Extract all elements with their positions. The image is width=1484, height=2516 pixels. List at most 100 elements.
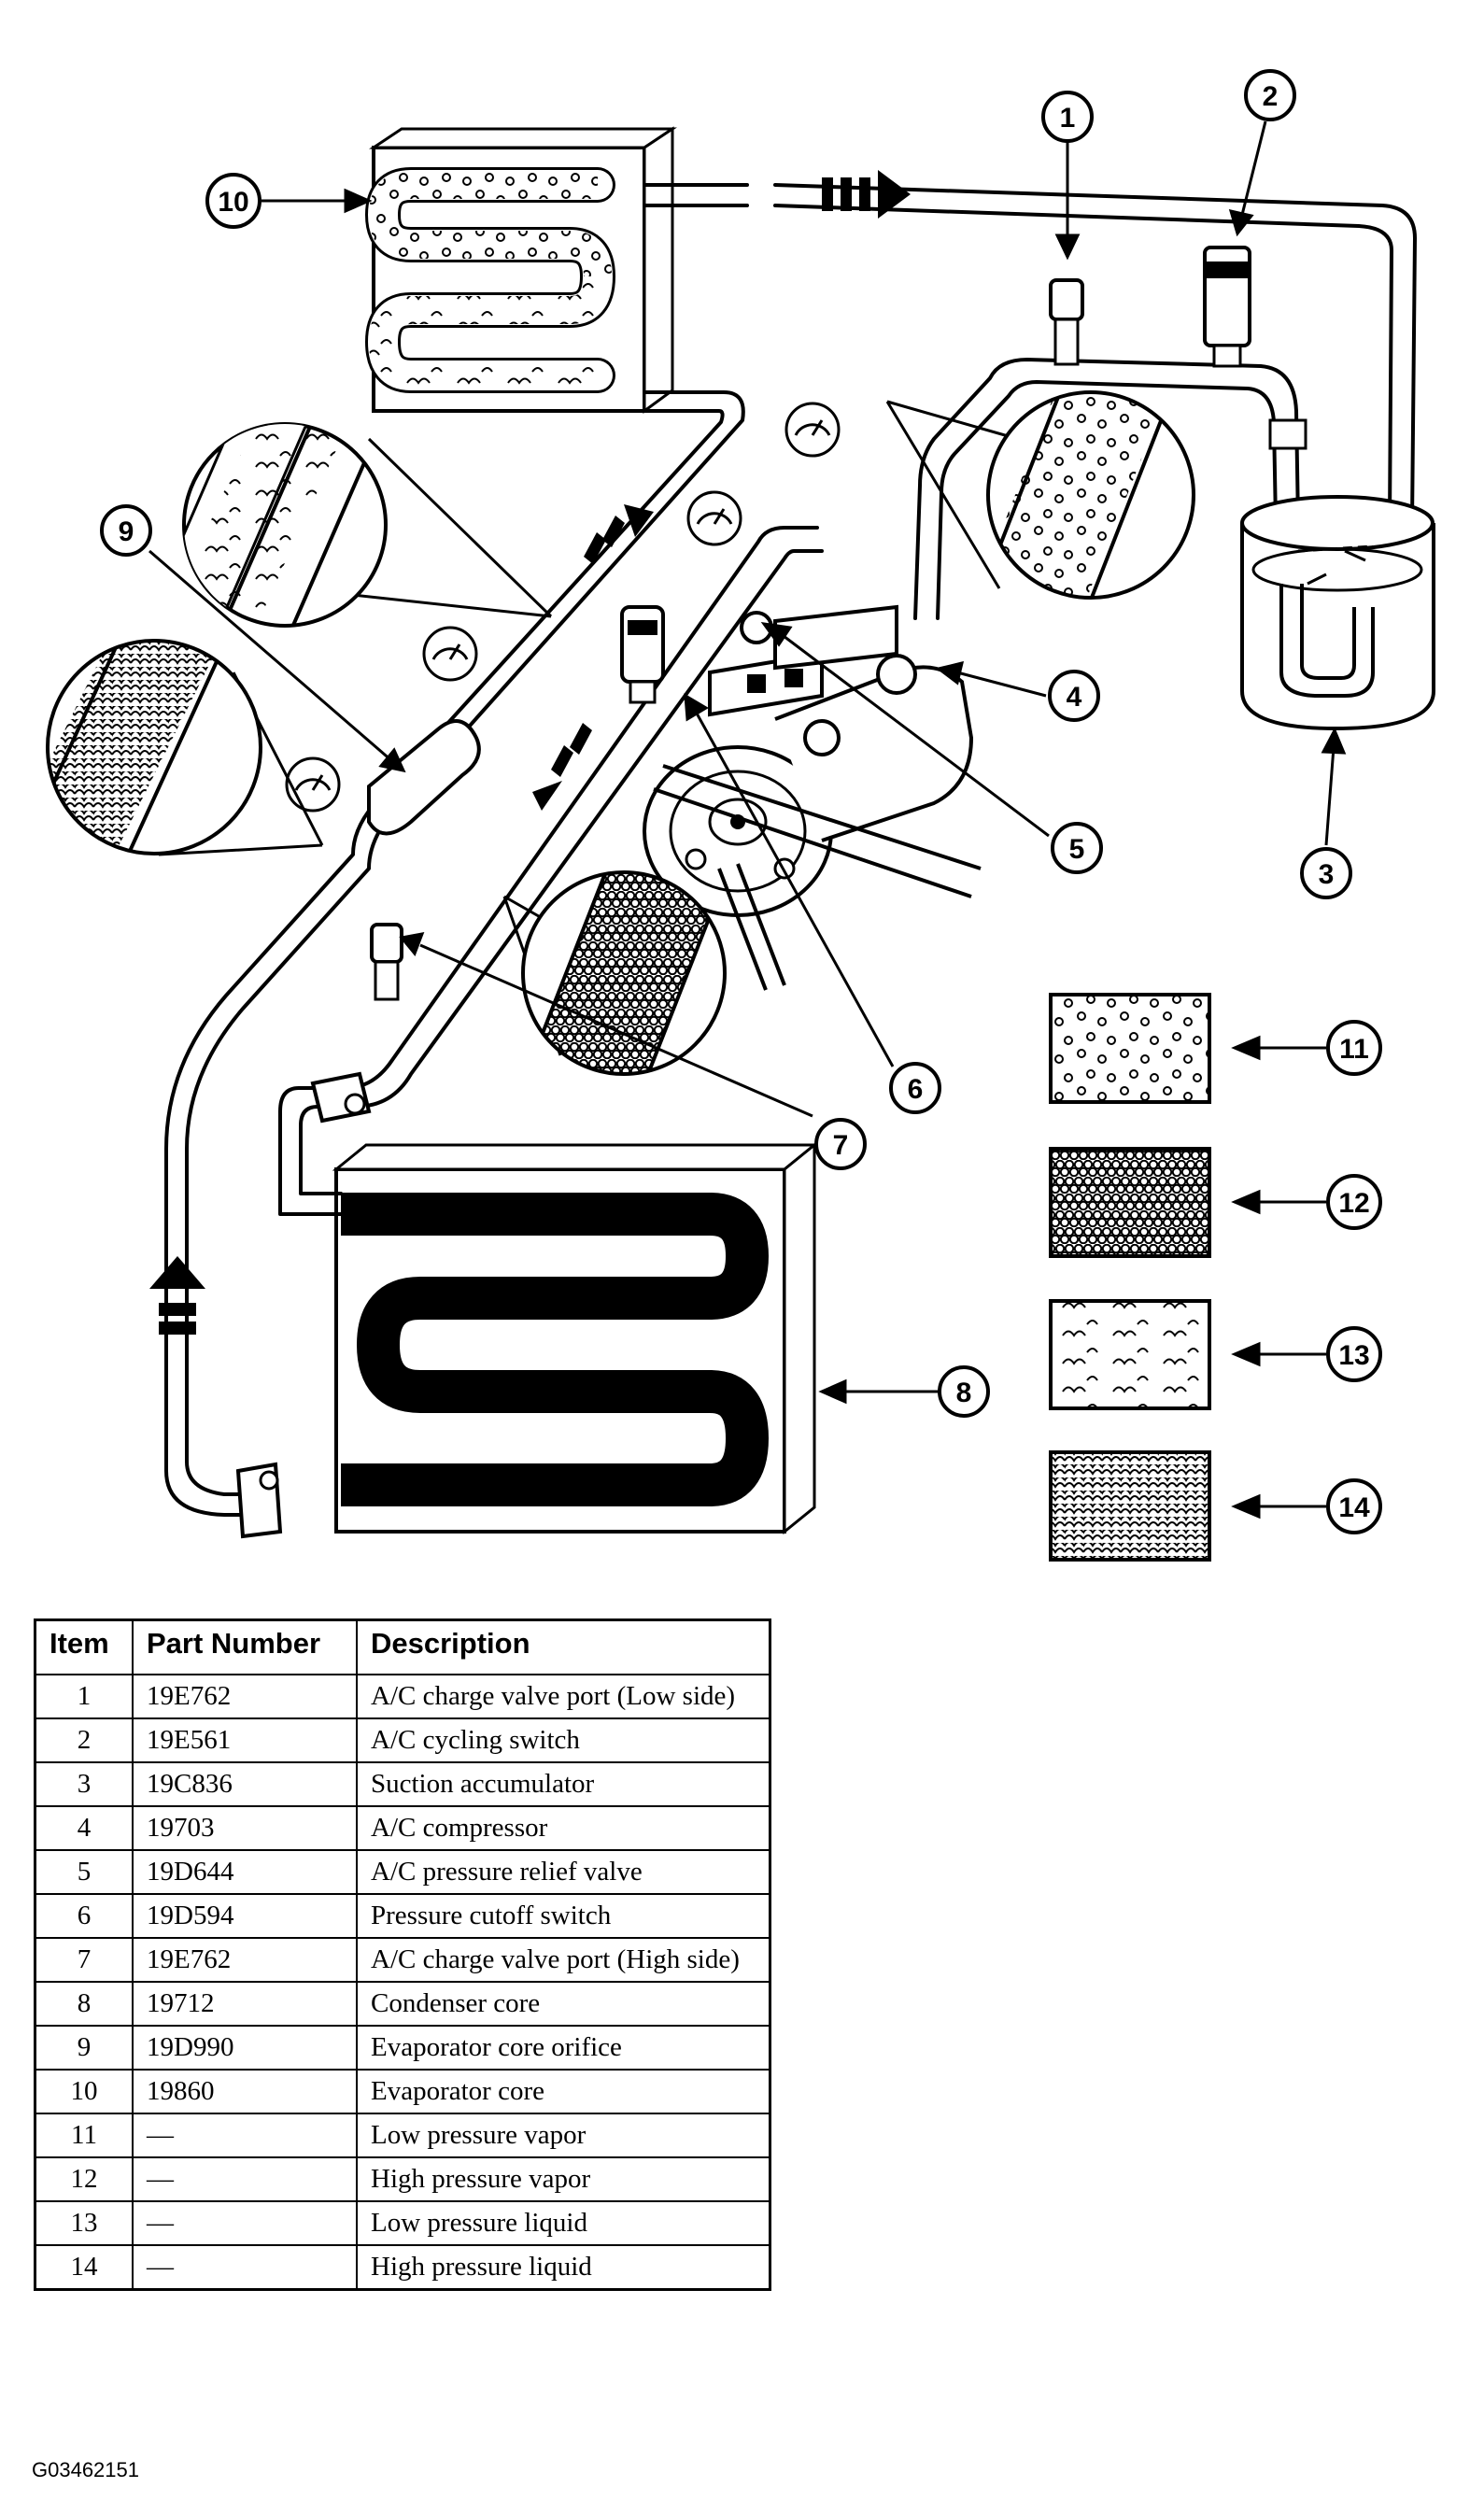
magnifier-condenser-outlet [46,639,324,856]
cell-item: 1 [34,1674,134,1719]
cell-part-number: 19E762 [132,1937,358,1983]
callout-12: 12 [1326,1174,1382,1230]
legend-swatches [1049,993,1211,1562]
cell-part-number: 19E561 [132,1717,358,1763]
svg-text:12: 12 [1338,1188,1369,1219]
parts-table: Item Part Number Description 1 19E762 A/… [34,1618,771,2291]
cell-description: A/C charge valve port (Low side) [356,1674,771,1719]
figure-id: G03462151 [32,2458,139,2481]
cell-item: 10 [34,2069,134,2114]
cell-item: 6 [34,1893,134,1939]
cell-description: A/C charge valve port (High side) [356,1937,771,1983]
orifice-tube [367,719,481,836]
magnifier-discharge-line [502,870,727,1076]
table-row: 10 19860 Evaporator core [34,2069,771,2114]
svg-text:11: 11 [1339,1034,1369,1065]
cell-part-number: 19860 [132,2069,358,2114]
svg-text:5: 5 [1069,834,1085,865]
callout-9: 9 [100,504,152,557]
leader-lines [148,120,1347,1519]
cell-description: High pressure vapor [356,2156,771,2202]
cell-description: Suction accumulator [356,1761,771,1807]
cell-description: Condenser core [356,1981,771,2027]
legend-swatch-low-pressure-vapor [1049,993,1211,1104]
cell-item: 4 [34,1805,134,1851]
svg-text:10: 10 [218,187,248,218]
table-row: 7 19E762 A/C charge valve port (High sid… [34,1937,771,1983]
table-row: 2 19E561 A/C cycling switch [34,1717,771,1763]
svg-text:8: 8 [956,1378,972,1408]
callout-10: 10 [205,173,261,229]
condenser-core [332,1141,819,1535]
svg-text:14: 14 [1338,1492,1370,1523]
magnifier-evaporator-inlet [182,422,553,628]
cell-description: A/C pressure relief valve [356,1849,771,1895]
cell-description: Pressure cutoff switch [356,1893,771,1939]
cell-description: Evaporator core orifice [356,2025,771,2071]
cell-description: Low pressure liquid [356,2200,771,2246]
header-description: Description [356,1618,771,1675]
line-fitting [1268,418,1307,450]
cell-item: 12 [34,2156,134,2202]
magnifier-suction-line [885,390,1195,600]
cell-part-number: — [132,2200,358,2246]
cell-description: Evaporator core [356,2069,771,2114]
svg-text:9: 9 [119,516,134,547]
callout-5: 5 [1051,822,1103,874]
table-row: 5 19D644 A/C pressure relief valve [34,1849,771,1895]
cell-part-number: 19D990 [132,2025,358,2071]
ac-system-diagram: 1 2 3 4 5 6 7 8 9 10 11 12 [46,69,1435,1562]
cell-item: 11 [34,2113,134,2158]
cell-description: A/C compressor [356,1805,771,1851]
table-row: 1 19E762 A/C charge valve port (Low side… [34,1674,771,1719]
table-row: 14 — High pressure liquid [34,2244,771,2291]
callout-8: 8 [938,1365,990,1418]
cell-part-number: — [132,2113,358,2158]
table-row: 9 19D990 Evaporator core orifice [34,2025,771,2071]
cell-item: 2 [34,1717,134,1763]
header-part-number: Part Number [132,1618,358,1675]
table-row: 13 — Low pressure liquid [34,2200,771,2246]
svg-text:2: 2 [1263,81,1279,112]
callout-7: 7 [814,1118,867,1170]
refrigerant-lines [164,183,1417,1517]
svg-text:4: 4 [1067,682,1082,713]
line-clamp [235,1071,372,1539]
cycling-switch [1203,246,1251,368]
pressure-cutoff-switch [620,605,665,704]
cell-item: 9 [34,2025,134,2071]
cell-item: 7 [34,1937,134,1983]
legend-swatch-high-pressure-vapor [1049,1147,1211,1258]
table-row: 8 19712 Condenser core [34,1981,771,2027]
svg-text:1: 1 [1060,103,1076,134]
table-row: 4 19703 A/C compressor [34,1805,771,1851]
svg-text:13: 13 [1338,1340,1369,1371]
callout-1: 1 [1041,91,1094,143]
table-row: 3 19C836 Suction accumulator [34,1761,771,1807]
cell-item: 3 [34,1761,134,1807]
cell-description: A/C cycling switch [356,1717,771,1763]
callout-14: 14 [1326,1478,1382,1534]
cell-part-number: 19C836 [132,1761,358,1807]
table-header-row: Item Part Number Description [34,1618,771,1675]
cell-part-number: — [132,2156,358,2202]
callout-4: 4 [1048,670,1100,722]
low-side-charge-port [1049,278,1084,366]
table-row: 11 — Low pressure vapor [34,2113,771,2158]
high-side-charge-port [370,923,403,1001]
svg-text:6: 6 [908,1074,924,1105]
cell-description: Low pressure vapor [356,2113,771,2158]
cell-part-number: 19E762 [132,1674,358,1719]
cell-part-number: 19712 [132,1981,358,2027]
cell-item: 14 [34,2244,134,2291]
suction-accumulator [1240,495,1435,731]
table-row: 6 19D594 Pressure cutoff switch [34,1893,771,1939]
cell-description: High pressure liquid [356,2244,771,2291]
legend-swatch-high-pressure-liquid [1049,1450,1211,1562]
cell-part-number: — [132,2244,358,2291]
cell-item: 5 [34,1849,134,1895]
cell-item: 8 [34,1981,134,2027]
pressure-gauge-icons [285,402,841,813]
callout-6: 6 [889,1062,941,1114]
callout-11: 11 [1326,1020,1382,1076]
